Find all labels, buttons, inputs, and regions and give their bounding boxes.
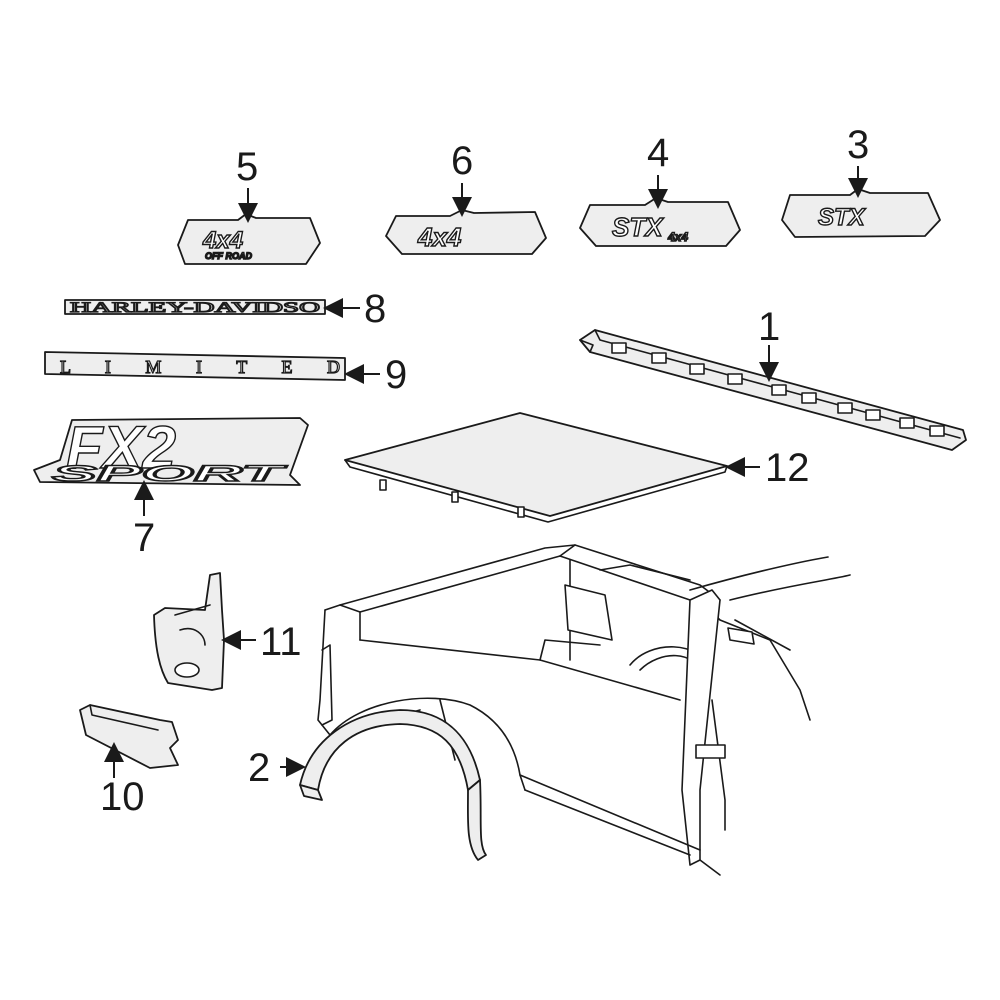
4x4-off-road-emblem: 4x4 OFF ROAD [177, 213, 321, 265]
callout-labels: 1 2 3 4 5 6 7 8 9 10 11 12 [100, 123, 869, 819]
4x4-emblem: 4x4 [385, 209, 547, 255]
callout-9: 9 [385, 353, 407, 397]
callout-11: 11 [260, 620, 302, 664]
harley-davidson-nameplate: HARLEY-DAVIDSO [64, 299, 326, 317]
tailgate-end-trim [79, 704, 179, 769]
bed-rail [579, 329, 967, 451]
4x4-emblem-text: 4x4 [417, 222, 462, 252]
callout-10: 10 [100, 775, 145, 819]
callout-6: 6 [451, 139, 473, 183]
callout-12: 12 [765, 446, 810, 490]
stx-4x4-emblem: STX 4x4 [579, 197, 741, 247]
stx-4x4-emblem-text: STX [612, 212, 664, 242]
callout-8: 8 [364, 287, 386, 331]
stx-emblem: STX [781, 188, 941, 238]
callout-2: 2 [248, 746, 270, 790]
stx-emblem-text: STX [818, 204, 867, 231]
callout-arrows [104, 166, 868, 778]
fx2-sport-decal-line2: SPORT [52, 461, 287, 486]
stx-4x4-emblem-subtext: 4x4 [667, 230, 688, 244]
truck-bed-illustration [317, 544, 851, 876]
callout-7: 7 [133, 516, 155, 560]
wheel-opening-molding [299, 709, 487, 861]
4x4-off-road-emblem-text: 4x4 [202, 227, 243, 254]
harley-davidson-nameplate-text: HARLEY-DAVIDSO [70, 300, 320, 316]
callout-5: 5 [236, 145, 258, 189]
fx2-sport-decal-line1: FX2 [66, 414, 176, 481]
callout-3: 3 [847, 123, 869, 167]
fx2-sport-decal: FX2 SPORT [33, 413, 309, 487]
callout-1: 1 [758, 305, 780, 349]
mud-flap [153, 572, 225, 691]
4x4-off-road-emblem-subtext: OFF ROAD [205, 251, 252, 261]
limited-nameplate: L I M I T E D [44, 351, 346, 381]
callout-4: 4 [647, 131, 669, 175]
tonneau-cover [344, 412, 728, 523]
